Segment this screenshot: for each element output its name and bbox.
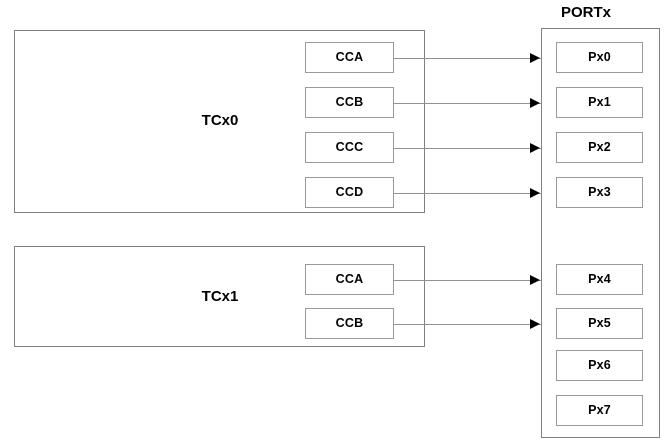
channel-box-tcx1-cca[interactable]: CCA — [305, 264, 394, 295]
channel-box-tcx0-ccc[interactable]: CCC — [305, 132, 394, 163]
pin-box-px4[interactable]: Px4 — [556, 264, 643, 295]
pin-box-px0[interactable]: Px0 — [556, 42, 643, 73]
conn-tcx0-ccc-px2 — [394, 148, 541, 149]
conn-tcx1-ccb-px5-arrowhead — [530, 319, 540, 329]
channel-box-tcx0-cca[interactable]: CCA — [305, 42, 394, 73]
channel-box-tcx0-ccd[interactable]: CCD — [305, 177, 394, 208]
conn-tcx1-cca-px4 — [394, 280, 541, 281]
channel-box-tcx0-ccb[interactable]: CCB — [305, 87, 394, 118]
conn-tcx0-ccc-px2-arrowhead — [530, 143, 540, 153]
conn-tcx0-ccd-px3-arrowhead — [530, 188, 540, 198]
conn-tcx0-ccb-px1-arrowhead — [530, 98, 540, 108]
conn-tcx0-cca-px0 — [394, 58, 541, 59]
pin-box-px1[interactable]: Px1 — [556, 87, 643, 118]
pin-box-px3[interactable]: Px3 — [556, 177, 643, 208]
channel-box-tcx1-ccb[interactable]: CCB — [305, 308, 394, 339]
pin-box-px7[interactable]: Px7 — [556, 395, 643, 426]
block-label-tcx1: TCx1 — [201, 288, 239, 305]
conn-tcx0-ccd-px3 — [394, 193, 541, 194]
conn-tcx1-ccb-px5 — [394, 324, 541, 325]
port-group-title: PORTx — [560, 4, 611, 21]
block-label-tcx0: TCx0 — [201, 112, 239, 129]
pin-box-px2[interactable]: Px2 — [556, 132, 643, 163]
conn-tcx1-cca-px4-arrowhead — [530, 275, 540, 285]
conn-tcx0-cca-px0-arrowhead — [530, 53, 540, 63]
pin-box-px5[interactable]: Px5 — [556, 308, 643, 339]
conn-tcx0-ccb-px1 — [394, 103, 541, 104]
pin-box-px6[interactable]: Px6 — [556, 350, 643, 381]
